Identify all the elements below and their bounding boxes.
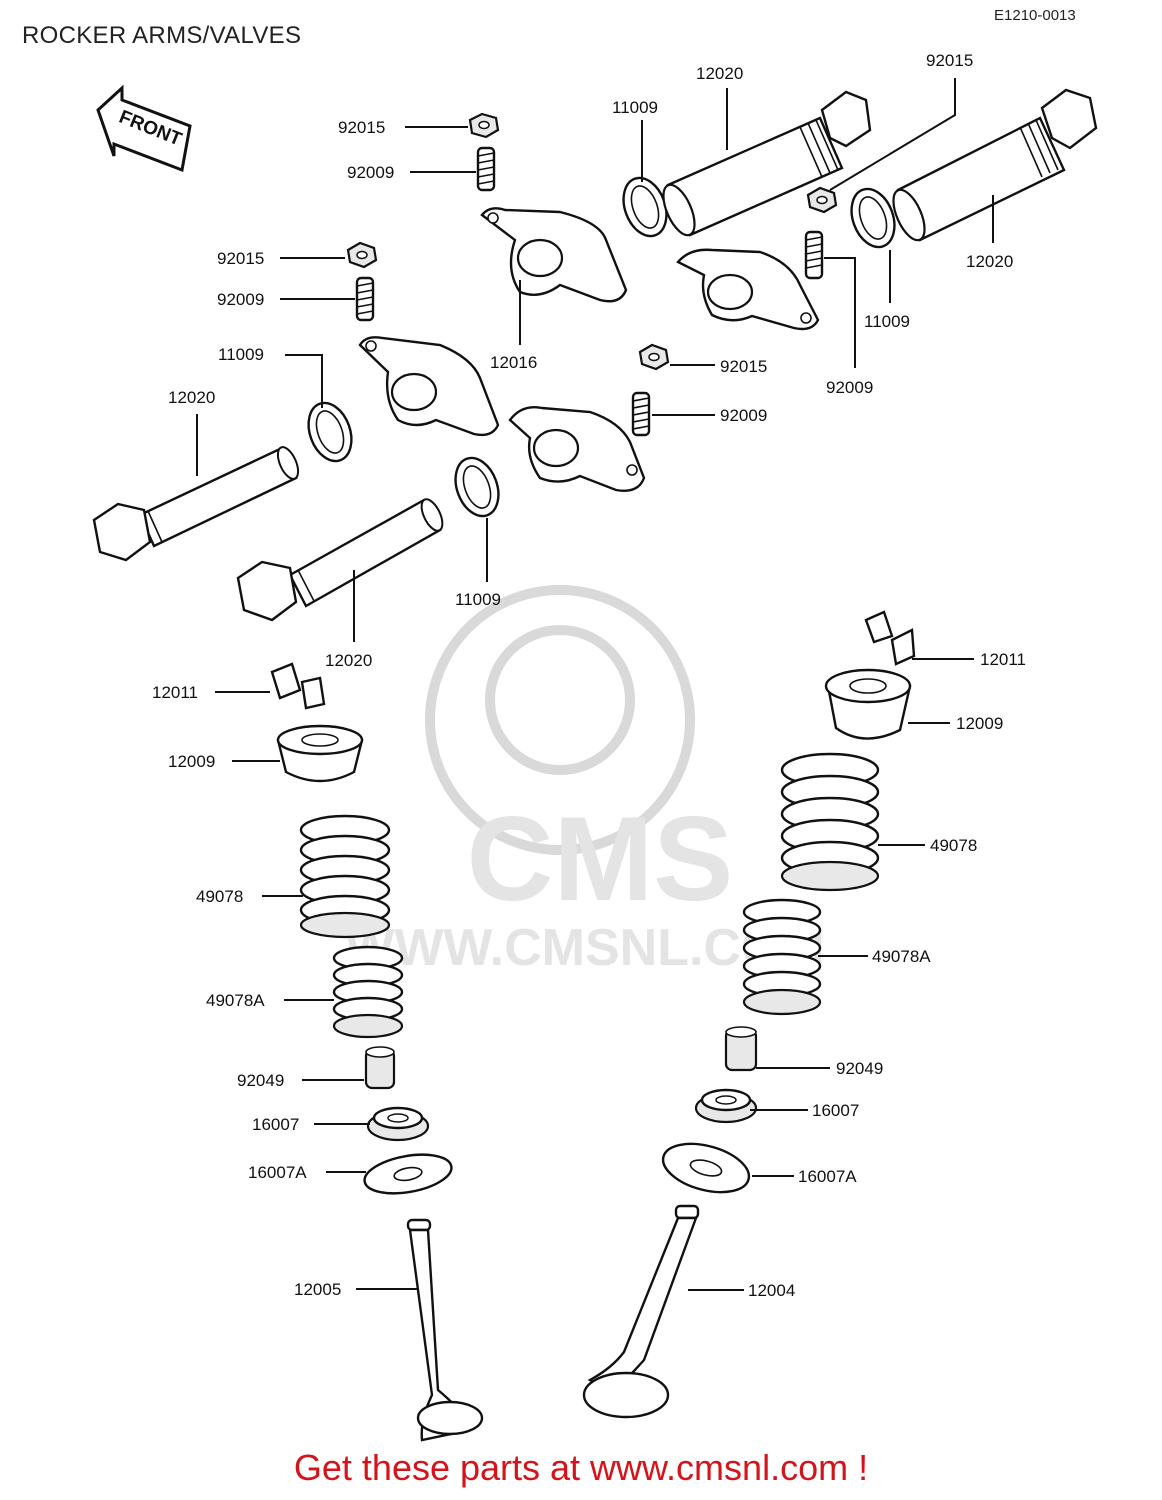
label-49078A: 49078A — [206, 991, 265, 1010]
outer-spring-49078-left — [299, 814, 391, 939]
nut-92015-mid — [638, 343, 670, 371]
nut-92015-a — [468, 112, 500, 139]
o-ring-11009-mid — [454, 456, 500, 518]
label-92015: 92015 — [926, 51, 973, 70]
label-92009: 92009 — [826, 378, 873, 397]
label-92015: 92015 — [338, 118, 385, 137]
valve-cotter-12011-left — [270, 662, 326, 710]
nut-92015-top — [806, 186, 838, 214]
rocker-arm-12016-c — [358, 336, 500, 437]
label-92009: 92009 — [347, 163, 394, 182]
label-49078: 49078 — [196, 887, 243, 906]
front-arrow-icon: FRONT — [96, 84, 192, 173]
rocker-arm-12016-b — [676, 248, 820, 331]
spring-retainer-12009-left — [276, 724, 364, 783]
spring-retainer-12009-right — [824, 668, 912, 740]
valve-cotter-12011-right — [864, 610, 916, 666]
label-92049: 92049 — [836, 1059, 883, 1078]
washer-16007A-left — [363, 1153, 453, 1195]
leader-lines — [196, 78, 994, 1291]
label-92049: 92049 — [237, 1071, 284, 1090]
label-12020: 12020 — [168, 388, 215, 407]
nut-92015-b — [346, 241, 378, 269]
label-92015: 92015 — [720, 357, 767, 376]
rocker-shaft-12020-right — [892, 88, 1098, 242]
adjust-screw-92009-right — [804, 230, 824, 280]
valve-seal-92049-right — [724, 1026, 758, 1072]
label-92009: 92009 — [217, 290, 264, 309]
label-12011: 12011 — [980, 650, 1026, 669]
inner-spring-49078A-right — [742, 898, 822, 1016]
rocker-shaft-12020-bottom — [236, 498, 444, 622]
label-12020: 12020 — [696, 64, 743, 83]
washer-16007A-right — [661, 1142, 751, 1194]
watermark-brand: CMS — [467, 792, 734, 926]
label-12009: 12009 — [956, 714, 1003, 733]
label-92009: 92009 — [720, 406, 767, 425]
outer-spring-49078-right — [780, 752, 880, 892]
label-11009: 11009 — [455, 590, 501, 609]
intake-valve-12004 — [582, 1204, 700, 1419]
page-title: ROCKER ARMS/VALVES — [22, 22, 302, 49]
label-12004: 12004 — [748, 1281, 795, 1300]
label-12005: 12005 — [294, 1280, 341, 1299]
label-11009: 11009 — [864, 312, 910, 331]
label-11009: 11009 — [218, 345, 264, 364]
adjust-screw-92009-b — [355, 276, 375, 322]
spring-seat-16007-right — [694, 1088, 758, 1124]
rocker-arm-12016-a — [480, 207, 628, 303]
label-12020: 12020 — [325, 651, 372, 670]
rocker-shaft-12020-top — [662, 90, 872, 237]
rocker-shaft-12020-a — [92, 446, 300, 562]
label-49078: 49078 — [930, 836, 977, 855]
inner-spring-49078A-left — [332, 945, 404, 1039]
label-12016: 12016 — [490, 353, 537, 372]
part-labels: 92015 92009 92015 92009 11009 12020 1201… — [152, 51, 1026, 1300]
label-12009: 12009 — [168, 752, 215, 771]
label-16007: 16007 — [812, 1101, 859, 1120]
label-16007A: 16007A — [248, 1163, 307, 1182]
label-16007A: 16007A — [798, 1167, 857, 1186]
o-ring-11009-a — [307, 401, 353, 463]
cta-link[interactable]: Get these parts at www.cmsnl.com ! — [293, 1447, 869, 1488]
diagram-code: E1210-0013 — [994, 7, 1076, 24]
label-11009: 11009 — [612, 98, 658, 117]
label-12011: 12011 — [152, 683, 198, 702]
label-16007: 16007 — [252, 1115, 299, 1134]
label-12020: 12020 — [966, 252, 1013, 271]
o-ring-11009-top — [622, 176, 668, 238]
adjust-screw-92009-mid — [631, 391, 651, 437]
valve-seal-92049-left — [364, 1046, 396, 1090]
o-ring-11009-right — [850, 187, 896, 249]
rocker-arm-12016-d — [508, 406, 646, 492]
exhaust-valve-12005 — [406, 1218, 484, 1442]
spring-seat-16007-left — [366, 1106, 430, 1142]
label-92015: 92015 — [217, 249, 264, 268]
label-49078A: 49078A — [872, 947, 931, 966]
adjust-screw-92009-a — [476, 146, 496, 192]
